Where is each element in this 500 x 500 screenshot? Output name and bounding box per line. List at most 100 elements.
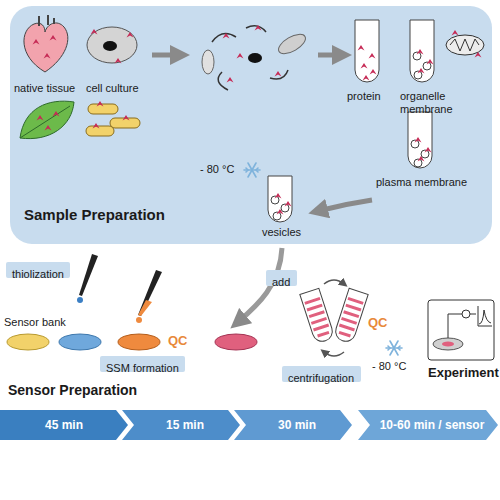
- plasma-tube: [425, 147, 432, 153]
- leaf-tissue: [37, 115, 44, 121]
- experiment-setup: [442, 342, 454, 347]
- leaf-tissue: [20, 101, 74, 138]
- snowflake: [386, 341, 402, 355]
- leaf-tissue: [20, 101, 74, 138]
- centrifuge-tubes: [300, 288, 335, 344]
- node-text: 10-60 min / sensor: [372, 418, 485, 432]
- vesicle-tube: [268, 176, 292, 222]
- vesicle-tube: [271, 196, 279, 204]
- vesicle-tube: [285, 201, 292, 207]
- centrifuge-tubes: [305, 298, 331, 336]
- process-arrow: [318, 53, 342, 58]
- chevron-shape: [358, 410, 498, 440]
- organelle-tube: [410, 20, 434, 82]
- plasma-tube: [415, 137, 422, 143]
- chevron-shape: [122, 410, 240, 440]
- vesicle-tube: [273, 212, 281, 220]
- cell: [91, 29, 98, 35]
- fraction-label: plasma membrane: [376, 176, 467, 189]
- step-label: centrifugation: [282, 366, 361, 382]
- cell: [127, 32, 134, 38]
- organelle-tube: [414, 71, 422, 79]
- step-label: SSM formation: [100, 356, 185, 372]
- node-text: add: [272, 276, 290, 288]
- chevron-shape: [234, 410, 352, 440]
- plasma-tube: [408, 112, 432, 168]
- process-arrow: [318, 200, 372, 211]
- vesicle-tube: [281, 204, 289, 212]
- cell: [87, 27, 137, 63]
- pipette: [138, 300, 152, 316]
- centrifuge-tubes: [300, 288, 335, 344]
- node-text: centrifugation: [288, 372, 354, 384]
- heart-tissue: [24, 23, 68, 72]
- heart-tissue: [50, 35, 57, 41]
- pipette: [79, 254, 98, 296]
- protein-tube: [369, 53, 376, 59]
- process-arrow: [152, 53, 180, 58]
- temperature-label: - 80 °C: [200, 163, 234, 176]
- process-arrow: [318, 200, 372, 211]
- organelle-tube: [410, 20, 434, 82]
- temperature-label: - 80 °C: [372, 360, 406, 373]
- sample-label: native tissue: [14, 82, 75, 95]
- organelle-tube: [418, 68, 425, 74]
- lysate: [202, 25, 308, 90]
- sensor-label: Sensor bank: [4, 316, 66, 329]
- centrifuge-tubes: [324, 352, 344, 356]
- lysate: [202, 50, 214, 74]
- experiment-setup: [448, 314, 462, 338]
- sensor-disc: [59, 334, 101, 350]
- vesicle-tube: [275, 193, 282, 199]
- bacteria: [86, 126, 114, 136]
- mitochondrion: [475, 52, 482, 58]
- lysate: [227, 77, 234, 83]
- lysate: [246, 26, 266, 32]
- organelle-tube: [417, 49, 424, 55]
- lysate: [218, 72, 228, 90]
- protein-tube: [370, 69, 377, 75]
- sensor-disc: [7, 334, 49, 350]
- protein-tube: [363, 75, 370, 81]
- node-text: 15 min: [158, 418, 204, 432]
- timeline-chevron: 45 min: [0, 410, 128, 440]
- centrifuge-tubes: [300, 280, 368, 356]
- qc-mark: QC: [168, 334, 188, 349]
- vesicle-tube: [277, 209, 284, 215]
- heart-tissue: [24, 15, 68, 72]
- step-label: thiolization: [6, 262, 70, 278]
- cell: [103, 41, 117, 51]
- qc-mark: QC: [368, 316, 388, 331]
- experiment-setup: [462, 310, 470, 318]
- experiment-setup: [479, 310, 491, 324]
- organelle-tube: [413, 52, 421, 60]
- protein-tube: [355, 20, 379, 82]
- snowflake: [244, 163, 260, 177]
- step-label: add: [266, 270, 297, 286]
- sensor-disc: [118, 334, 160, 350]
- vesicle-tube: [268, 176, 292, 222]
- plasma-tube: [418, 156, 425, 162]
- section-heading: Sample Preparation: [24, 206, 165, 223]
- lysate: [237, 53, 244, 59]
- protein-tube: [355, 20, 379, 82]
- bacteria: [123, 115, 130, 121]
- process-arrow: [152, 53, 342, 58]
- node-text: 45 min: [45, 418, 83, 432]
- node-text: SSM formation: [106, 362, 179, 374]
- mitochondrion: [446, 30, 484, 58]
- organelle-tube: [423, 62, 431, 70]
- cell: [115, 58, 122, 64]
- node-text: 30 min: [270, 418, 316, 432]
- lysate: [270, 70, 288, 79]
- experiment-setup: [433, 338, 463, 350]
- pipette: [77, 297, 83, 303]
- pipette: [138, 270, 162, 316]
- section-heading: Experiment: [428, 366, 499, 381]
- node-text: thiolization: [12, 268, 64, 280]
- timeline-chevron: 15 min: [122, 410, 240, 440]
- plasma-tube: [408, 112, 432, 168]
- centrifuge-tubes: [324, 280, 344, 284]
- snowflake: [386, 341, 402, 355]
